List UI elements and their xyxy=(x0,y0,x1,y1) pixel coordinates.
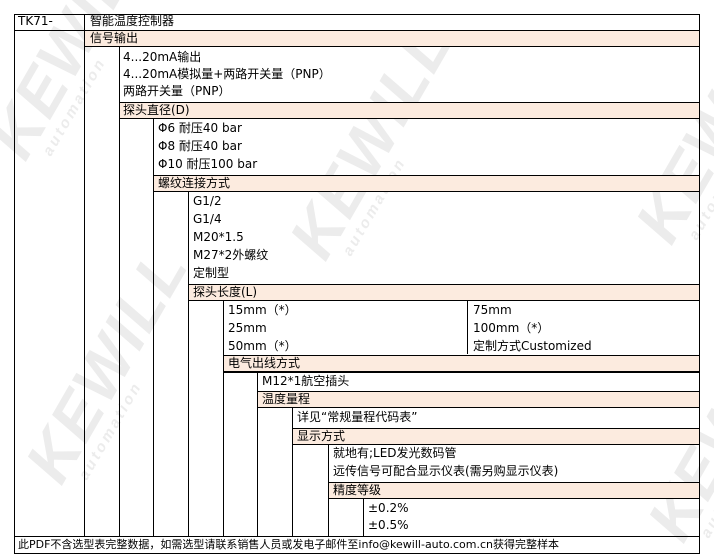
thread-option-5: 定制型 xyxy=(193,266,230,280)
thread-option-4: M27*2外螺纹 xyxy=(193,248,269,262)
diameter-option-3: Φ10 耐压100 bar xyxy=(158,157,258,171)
accuracy-class-title: 精度等级 xyxy=(333,483,382,497)
display-mode-header xyxy=(293,428,699,445)
model-code: TK71- xyxy=(18,14,53,28)
length-option-3: 50mm（*） xyxy=(228,339,297,353)
product-name: 智能温度控制器 xyxy=(90,14,175,28)
length-option-2: 25mm xyxy=(228,321,267,335)
accuracy-option-1: ±0.2% xyxy=(368,501,409,515)
probe-diameter-header xyxy=(120,102,699,119)
diameter-option-1: Φ6 耐压40 bar xyxy=(158,121,242,135)
range-option-1: 详见“常规量程代码表” xyxy=(297,410,418,424)
table-frame xyxy=(14,14,700,554)
thread-option-1: G1/2 xyxy=(193,194,222,208)
temperature-range-header xyxy=(258,391,699,408)
length-option-1: 15mm（*） xyxy=(228,303,297,317)
thread-connection-header xyxy=(154,175,699,192)
probe-diameter-title: 探头直径(D) xyxy=(123,103,190,117)
accuracy-class-header xyxy=(329,482,699,499)
display-option-2: 远传信号可配合显示仪表(需另购显示仪表) xyxy=(333,464,559,478)
signal-option-3: 两路开关量（PNP） xyxy=(123,84,231,98)
thread-option-3: M20*1.5 xyxy=(193,230,244,244)
signal-output-title: 信号输出 xyxy=(90,31,139,45)
length-option-4: 75mm xyxy=(473,303,512,317)
probe-length-title: 探头长度(L) xyxy=(193,285,258,299)
signal-output-header xyxy=(85,30,699,47)
display-option-1: 就地有;LED发光数码管 xyxy=(333,446,457,460)
accuracy-option-2: ±0.5% xyxy=(368,518,409,532)
electrical-connection-header xyxy=(224,355,699,372)
thread-option-2: G1/4 xyxy=(193,212,222,226)
electrical-connection-title: 电气出线方式 xyxy=(228,356,301,370)
length-option-6: 定制方式Customized xyxy=(473,339,592,353)
thread-connection-title: 螺纹连接方式 xyxy=(158,176,231,190)
footer-note: 此PDF不含选型表完整数据，如需选型请联系销售人员或发电子邮件至info@kew… xyxy=(18,538,560,551)
electrical-option-1: M12*1航空插头 xyxy=(262,374,350,388)
signal-option-2: 4...20mA模拟量+两路开关量（PNP） xyxy=(123,67,331,81)
probe-length-header xyxy=(189,284,699,301)
display-mode-title: 显示方式 xyxy=(297,429,346,443)
temperature-range-title: 温度量程 xyxy=(262,392,311,406)
diameter-option-2: Φ8 耐压40 bar xyxy=(158,139,242,153)
length-option-5: 100mm（*） xyxy=(473,321,550,335)
signal-option-1: 4...20mA输出 xyxy=(123,50,202,64)
